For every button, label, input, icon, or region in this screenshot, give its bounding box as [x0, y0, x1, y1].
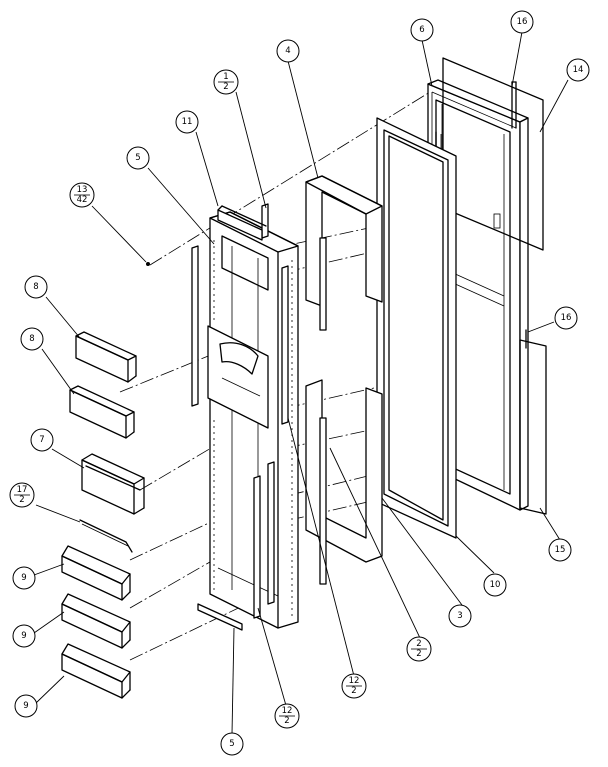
callout-number: 7: [39, 435, 44, 445]
divider-strips: [319, 237, 327, 585]
callout-c3: 3: [448, 604, 472, 628]
trim-strip: [519, 329, 547, 515]
callout-c9a: 9: [12, 566, 36, 590]
callout-number: 1: [223, 72, 228, 82]
callout-number: 8: [33, 282, 38, 292]
callout-number: 6: [419, 25, 424, 35]
callout-c5b: 5: [220, 732, 244, 756]
callout-c9c: 9: [14, 694, 38, 718]
screw: [146, 262, 150, 266]
callout-c17_2: 172: [9, 482, 35, 508]
liner-perforations: [213, 240, 293, 616]
door-gasket: [376, 117, 457, 539]
callout-c9b: 9: [12, 624, 36, 648]
callout-quantity: 2: [351, 686, 356, 696]
callout-c8a: 8: [24, 275, 48, 299]
callout-quantity: 2: [416, 649, 421, 659]
callout-number: 10: [490, 580, 501, 590]
door-bin-9-middle: [61, 593, 131, 649]
callout-number: 8: [29, 334, 34, 344]
dairy-bin-7: [81, 453, 145, 515]
callout-number: 9: [23, 701, 28, 711]
callout-c16a: 16: [510, 10, 534, 34]
callout-number: 16: [517, 17, 528, 27]
callout-quantity: 2: [19, 495, 24, 505]
callout-number: 11: [182, 117, 193, 127]
shelf-rail-17: [79, 519, 133, 553]
callout-number: 5: [229, 739, 234, 749]
callout-number: 13: [77, 185, 88, 195]
door-shelf-8-upper: [75, 331, 137, 383]
callout-quantity: 42: [77, 195, 88, 205]
callout-c6: 6: [410, 18, 434, 42]
callout-quantity: 2: [284, 716, 289, 726]
callout-c16b: 16: [554, 306, 578, 330]
leader-lines: [33, 31, 569, 735]
callout-number: 9: [21, 573, 26, 583]
callout-number: 15: [555, 545, 566, 555]
callout-c4: 4: [276, 39, 300, 63]
breaker-frame: [305, 175, 383, 563]
callout-number: 9: [21, 631, 26, 641]
callout-number: 4: [285, 46, 290, 56]
lower-rail: [197, 603, 243, 631]
callout-number: 2: [416, 639, 421, 649]
callout-number: 14: [573, 65, 584, 75]
door-bin-9-lower: [61, 643, 131, 699]
callout-c7: 7: [30, 428, 54, 452]
callout-c15: 15: [548, 538, 572, 562]
callout-number: 16: [561, 313, 572, 323]
callout-c8b: 8: [20, 327, 44, 351]
door-shelf-8-lower: [69, 385, 135, 439]
side-channels: [191, 203, 289, 619]
callout-c2_2: 22: [406, 636, 432, 662]
callout-number: 5: [135, 153, 140, 163]
upper-cover-bar: [217, 205, 267, 241]
callout-c12_2a: 122: [341, 673, 367, 699]
callout-number: 12: [282, 706, 293, 716]
callout-c5a: 5: [126, 146, 150, 170]
callout-number: 17: [17, 485, 28, 495]
callout-c10: 10: [483, 573, 507, 597]
callout-number: 3: [457, 611, 462, 621]
callout-number: 12: [349, 676, 360, 686]
callout-c14: 14: [566, 58, 590, 82]
callout-c11: 11: [175, 110, 199, 134]
callout-quantity: 2: [223, 82, 228, 92]
callout-c1_2: 12: [213, 69, 239, 95]
callout-c12_2b: 122: [274, 703, 300, 729]
door-bin-9-upper: [61, 545, 131, 601]
